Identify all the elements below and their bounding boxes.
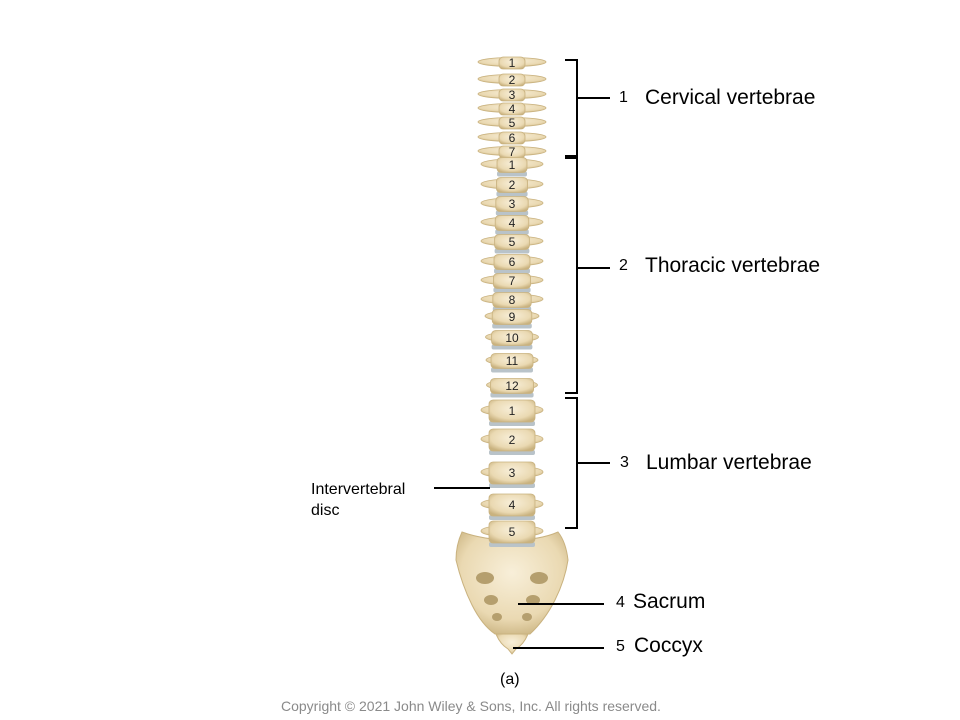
cervical-vertebra-number: 6 xyxy=(509,131,516,145)
cervical-vertebra-number: 5 xyxy=(509,116,516,130)
coccyx-label: Coccyx xyxy=(634,634,703,657)
thoracic-vertebra-number: 12 xyxy=(505,379,519,393)
cervical-vertebra-body xyxy=(498,56,526,70)
coccyx-number: 5 xyxy=(616,638,625,655)
lumbar-vertebra-number: 2 xyxy=(509,433,516,447)
lumbar-vertebra-number: 5 xyxy=(509,525,516,539)
thoracic-vertebra-number: 8 xyxy=(509,293,516,307)
lumbar-vertebra-body xyxy=(488,520,536,544)
lumbar-vertebra-body xyxy=(488,428,536,452)
lumbar-vertebra-body xyxy=(488,399,536,423)
lumbar-label: Lumbar vertebrae xyxy=(646,451,812,474)
thoracic-vertebra-body xyxy=(494,234,530,250)
cervical-number: 1 xyxy=(619,89,628,106)
cervical-vertebra-body xyxy=(498,102,526,116)
thoracic-vertebra-number: 3 xyxy=(509,197,516,211)
sacral-foramen xyxy=(526,595,540,605)
cervical-vertebra-body xyxy=(498,116,526,130)
thoracic-vertebra-number: 2 xyxy=(509,178,516,192)
cervical-vertebra-number: 1 xyxy=(509,56,516,70)
thoracic-vertebra-body xyxy=(492,292,532,308)
thoracic-vertebra-body xyxy=(496,157,528,173)
thoracic-vertebra-body xyxy=(492,273,531,289)
cervical-vertebra-number: 2 xyxy=(509,73,516,87)
thoracic-vertebra-number: 11 xyxy=(506,354,519,368)
thoracic-vertebra-body xyxy=(489,378,534,394)
thoracic-vertebra-body xyxy=(493,254,531,270)
thoracic-vertebra-body xyxy=(495,177,528,193)
thoracic-vertebra-body xyxy=(494,215,530,231)
thoracic-vertebra-body xyxy=(491,330,533,346)
cervical-vertebra-body xyxy=(498,131,526,145)
intervertebral-disc-label: Intervertebral disc xyxy=(311,479,405,521)
sacrum-bone xyxy=(455,531,569,635)
thoracic-vertebra-body xyxy=(495,196,529,212)
sacrum-number: 4 xyxy=(616,594,625,611)
cervical-vertebra-body xyxy=(498,73,526,87)
cervical-vertebra-number: 7 xyxy=(509,145,516,159)
thoracic-vertebra-number: 4 xyxy=(509,216,516,230)
cervical-vertebra-number: 4 xyxy=(509,102,516,116)
thoracic-vertebra-number: 10 xyxy=(505,331,519,345)
lumbar-vertebra-number: 1 xyxy=(509,404,516,418)
thoracic-bracket xyxy=(565,157,610,394)
thoracic-vertebra-body xyxy=(490,353,534,369)
lumbar-vertebra-body xyxy=(488,461,536,485)
thoracic-vertebra-number: 9 xyxy=(509,310,516,324)
disc-label-line2: disc xyxy=(311,502,340,519)
thoracic-vertebra-number: 1 xyxy=(509,158,516,172)
coccyx-bone xyxy=(495,633,529,655)
thoracic-vertebra-number: 5 xyxy=(509,235,516,249)
lumbar-number: 3 xyxy=(620,454,629,471)
thoracic-vertebra-number: 7 xyxy=(509,274,516,288)
thoracic-vertebra-number: 6 xyxy=(509,255,516,269)
figure-caption: (a) xyxy=(500,671,520,688)
sacral-foramen xyxy=(484,595,498,605)
sacral-foramen xyxy=(530,572,548,584)
thoracic-label: Thoracic vertebrae xyxy=(645,254,821,277)
thoracic-number: 2 xyxy=(619,257,628,274)
cervical-vertebra-body xyxy=(498,88,526,102)
cervical-label: Cervical vertebrae xyxy=(645,86,816,109)
copyright-notice: Copyright © 2021 John Wiley & Sons, Inc.… xyxy=(281,698,661,714)
sacral-foramen xyxy=(476,572,494,584)
disc-label-line1: Intervertebral xyxy=(311,481,406,498)
lumbar-vertebra-number: 4 xyxy=(509,498,516,512)
lumbar-vertebra-body xyxy=(488,493,536,517)
lumbar-bracket xyxy=(565,397,610,529)
cervical-bracket xyxy=(565,59,610,157)
thoracic-vertebra-body xyxy=(491,309,533,325)
lumbar-vertebra-number: 3 xyxy=(509,466,516,480)
sacrum-label: Sacrum xyxy=(633,590,706,613)
sacral-foramen xyxy=(492,613,502,621)
cervical-vertebra-number: 3 xyxy=(509,88,516,102)
sacral-foramen xyxy=(522,613,532,621)
